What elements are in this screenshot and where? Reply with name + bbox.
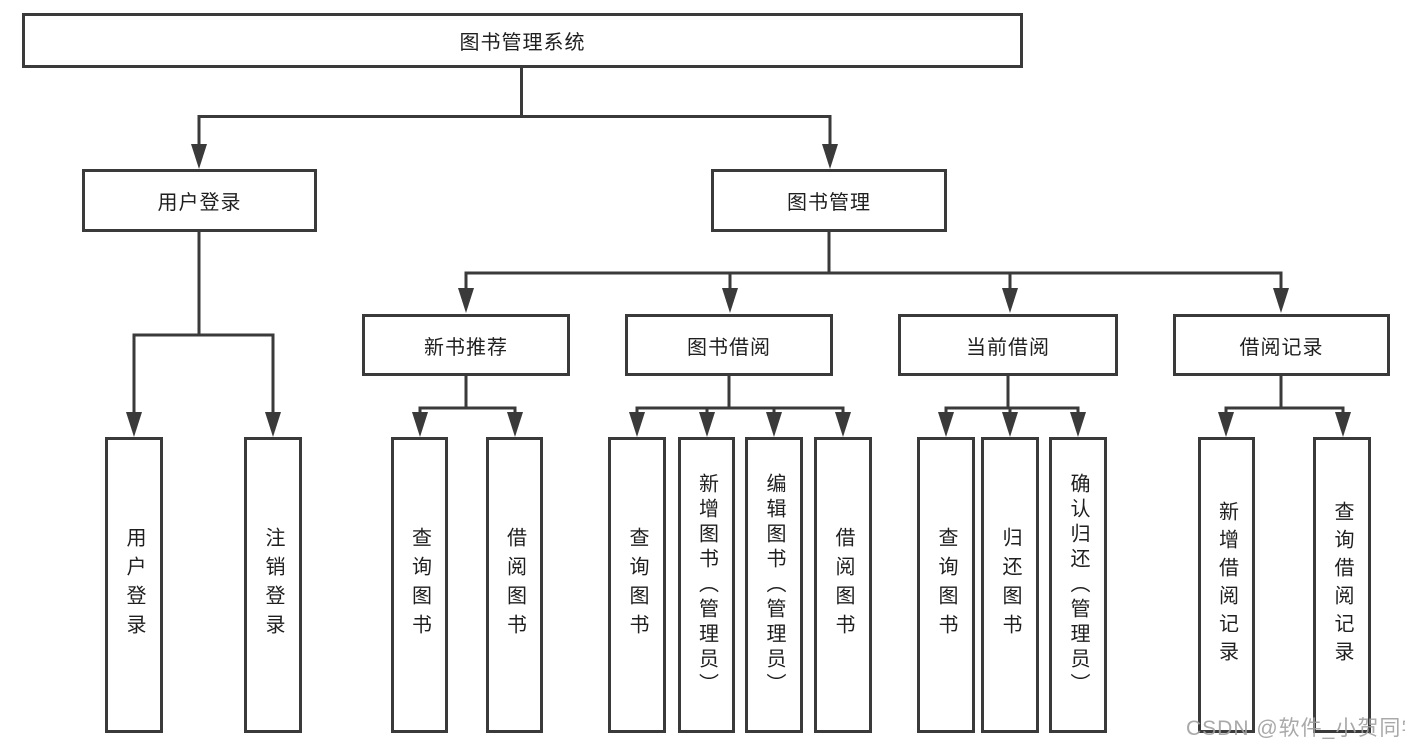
leaf-confirm-return-admin: 确认归还（管理员）	[1049, 437, 1107, 733]
node-current-borrowing-label: 当前借阅	[966, 336, 1050, 359]
leaf-borrow-books-recommend: 借阅图书	[486, 437, 543, 733]
leaf-user-login-label: 用户登录	[123, 527, 145, 643]
leaf-query-borrow-record-label: 查询借阅记录	[1331, 501, 1353, 669]
arrowheads	[126, 144, 1351, 437]
arrowhead	[458, 288, 474, 313]
leaf-query-books-borrowing: 查询图书	[608, 437, 666, 733]
arrowhead	[412, 412, 428, 437]
leaf-add-books-admin-label: 新增图书（管理员）	[695, 472, 718, 698]
leaf-borrow-books-borrowing-label: 借阅图书	[832, 527, 854, 643]
arrowhead	[835, 412, 851, 437]
node-book-borrowing: 图书借阅	[625, 314, 833, 376]
arrowhead	[1273, 288, 1289, 313]
leaf-query-books-current-label: 查询图书	[935, 527, 957, 643]
leaf-edit-books-admin: 编辑图书（管理员）	[745, 437, 803, 733]
leaf-query-borrow-record: 查询借阅记录	[1313, 437, 1371, 733]
leaf-return-books: 归还图书	[981, 437, 1039, 733]
arrowhead	[1070, 412, 1086, 437]
leaf-query-books-current: 查询图书	[917, 437, 975, 733]
connector-user-login	[132, 232, 275, 415]
leaf-borrow-books-borrowing: 借阅图书	[814, 437, 872, 733]
leaf-query-books-borrowing-label: 查询图书	[626, 527, 648, 643]
arrowhead	[507, 412, 523, 437]
node-root-label: 图书管理系统	[459, 32, 586, 54]
arrowhead	[191, 144, 207, 169]
leaf-edit-books-admin-label: 编辑图书（管理员）	[763, 472, 785, 698]
connector-book-borrowing	[635, 376, 845, 416]
arrowhead	[938, 412, 954, 437]
leaf-confirm-return-admin-label: 确认归还（管理员）	[1067, 472, 1089, 698]
leaf-query-books-recommend: 查询图书	[391, 437, 448, 733]
leaf-add-borrow-record-label: 新增借阅记录	[1215, 501, 1238, 669]
leaf-borrow-books-recommend-label: 借阅图书	[503, 527, 526, 643]
arrowhead	[265, 412, 281, 437]
node-new-book-recommend-label: 新书推荐	[424, 336, 508, 359]
arrowhead	[1002, 288, 1018, 313]
node-book-management: 图书管理	[711, 169, 947, 232]
node-book-management-label: 图书管理	[787, 192, 871, 214]
leaf-add-borrow-record: 新增借阅记录	[1198, 437, 1255, 733]
arrowhead	[629, 412, 645, 437]
arrowhead	[126, 412, 142, 437]
watermark: CSDN @软件_小贺同学	[1186, 717, 1405, 740]
node-current-borrowing: 当前借阅	[898, 314, 1118, 376]
node-borrowing-records: 借阅记录	[1173, 314, 1390, 376]
arrowhead	[699, 412, 715, 437]
connector-new-book-recommend	[418, 376, 517, 416]
node-borrowing-records-label: 借阅记录	[1239, 336, 1324, 359]
arrowhead	[722, 288, 738, 313]
leaf-query-books-recommend-label: 查询图书	[408, 527, 431, 643]
arrowhead	[1218, 412, 1234, 437]
leaf-logout-label: 注销登录	[262, 527, 284, 643]
node-root: 图书管理系统	[22, 13, 1023, 68]
node-book-borrowing-label: 图书借阅	[687, 336, 771, 359]
leaf-add-books-admin: 新增图书（管理员）	[678, 437, 735, 733]
arrowhead	[1335, 412, 1351, 437]
connector-borrowing-records	[1224, 376, 1345, 416]
leaf-logout: 注销登录	[244, 437, 302, 733]
node-new-book-recommend: 新书推荐	[362, 314, 570, 376]
node-user-login: 用户登录	[82, 169, 317, 232]
leaf-user-login: 用户登录	[105, 437, 163, 733]
connector-book-management	[464, 232, 1283, 291]
arrowhead	[1002, 412, 1018, 437]
leaf-return-books-label: 归还图书	[999, 527, 1021, 643]
connector-current-borrowing	[944, 376, 1080, 416]
node-user-login-label: 用户登录	[157, 192, 242, 214]
arrowhead	[822, 144, 838, 169]
arrowhead	[766, 412, 782, 437]
connector-root	[197, 68, 832, 147]
